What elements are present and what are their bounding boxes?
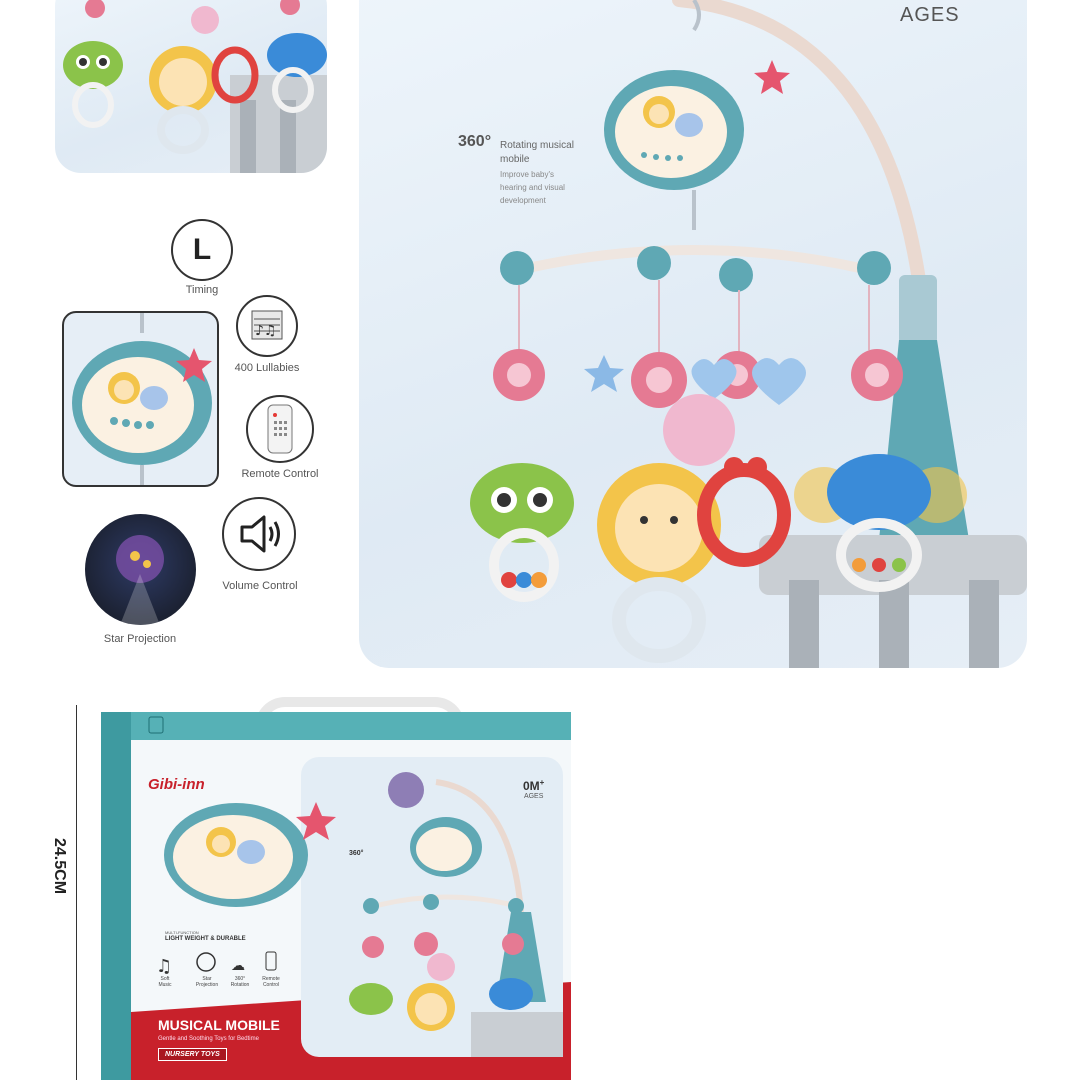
- box-brand-logo: Gibi-inn: [148, 776, 205, 793]
- star-projection-label: Star Projection: [103, 633, 177, 645]
- box-ages-label: AGES: [523, 793, 544, 800]
- lullabies-icon: ♪♫: [236, 295, 298, 357]
- closeup-toys-illustration: [63, 0, 327, 173]
- volume-icon: [222, 497, 296, 571]
- box-title: MUSICAL MOBILE: [158, 1017, 280, 1033]
- box-icon-label-3: 360°Rotation: [230, 976, 250, 988]
- musical-mobile-illustration: [470, 0, 1027, 668]
- rotation-feature-line2: mobile: [500, 154, 530, 165]
- svg-text:♪♫: ♪♫: [255, 323, 277, 339]
- box-multi-function: MULTI-FUNCTION: [165, 930, 199, 935]
- rotation-feature-title: 360°: [458, 133, 492, 150]
- box-subtitle: Gentle and Soothing Toys for Bedtime: [158, 1036, 259, 1042]
- timing-icon: L: [171, 219, 233, 281]
- box-dimension-line: [76, 705, 77, 1080]
- star-projection-icon: [85, 514, 196, 625]
- svg-text:☁: ☁: [231, 958, 245, 974]
- remote-control-icon: [246, 395, 314, 463]
- music-box-illustration: [72, 313, 212, 485]
- rotation-feature-desc-3: development: [500, 196, 546, 205]
- timing-label: Timing: [185, 284, 219, 296]
- box-ages-plus: +: [539, 778, 545, 787]
- volume-label: Volume Control: [222, 580, 298, 592]
- music-box-closeup: [62, 311, 219, 487]
- ages-label: AGES: [900, 4, 960, 26]
- box-artwork: ♫ ☁: [101, 712, 571, 1080]
- svg-text:♫: ♫: [156, 956, 172, 977]
- lullabies-label: 400 Lullabies: [234, 362, 300, 374]
- rotation-feature-desc-1: Improve baby's: [500, 170, 554, 179]
- timing-icon-glyph: L: [192, 233, 212, 266]
- product-closeup-photo: [55, 0, 327, 173]
- box-nursery-badge: NURSERY TOYS: [158, 1048, 227, 1061]
- remote-control-label: Remote Control: [241, 468, 319, 480]
- box-height-label: 24.5CM: [51, 838, 68, 895]
- rotation-feature-line1: Rotating musical: [500, 140, 574, 151]
- main-product-photo: [359, 0, 1027, 668]
- box-ages-value: 0M: [523, 779, 540, 793]
- packaging-box: ♫ ☁ Gibi-inn 0M+ AGES 360° MULTI-FUNCTIO…: [101, 712, 571, 1080]
- box-light-weight: LIGHT WEIGHT & DURABLE: [165, 936, 246, 942]
- box-rotation-title: 360°: [349, 850, 364, 857]
- box-ages-badge: 0M+ AGES: [523, 778, 544, 800]
- rotation-feature-desc-2: hearing and visual: [500, 183, 565, 192]
